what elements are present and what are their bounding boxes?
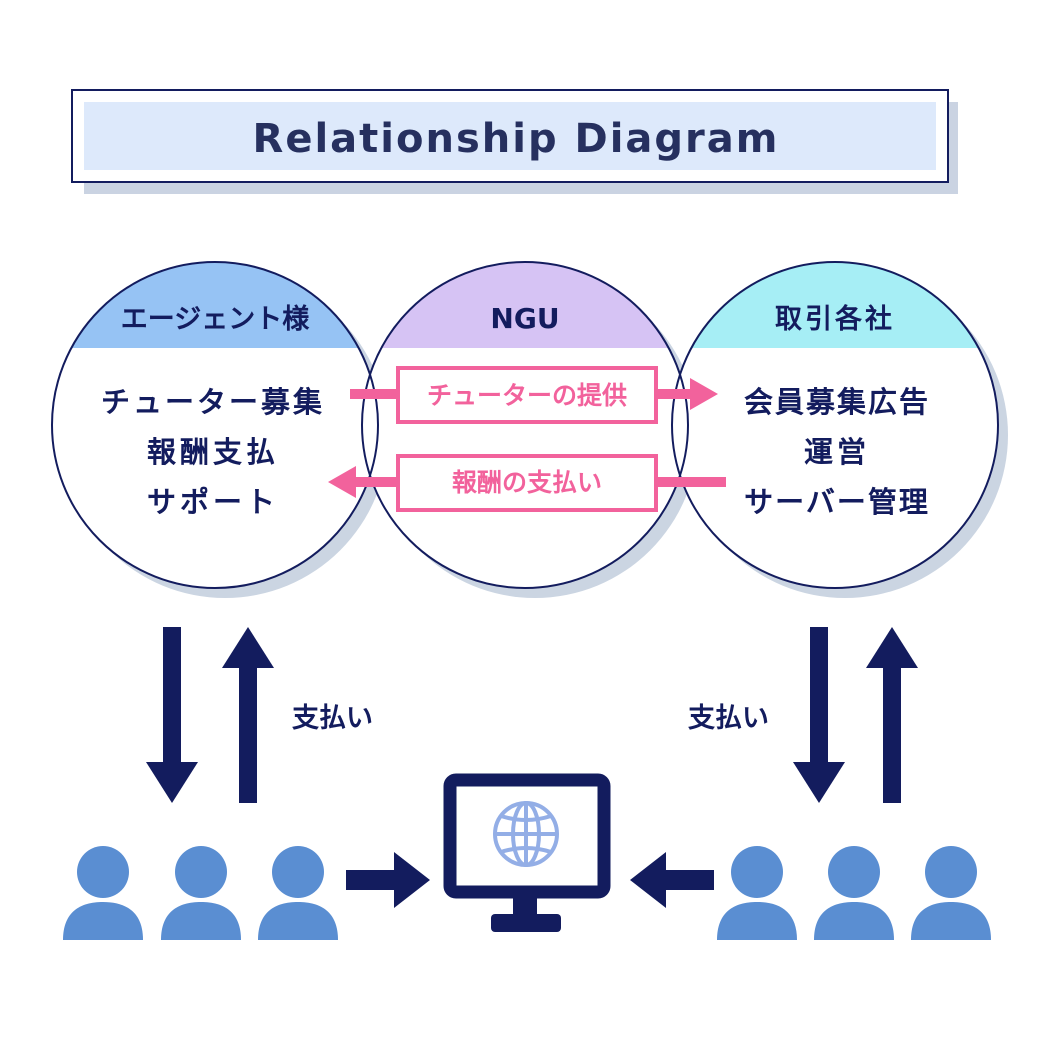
arrow-left-icon [630, 852, 714, 908]
agent-role: 報酬支払 [147, 435, 279, 469]
ngu-circle [361, 261, 689, 589]
agent-role: チューター募集 [101, 385, 325, 419]
arrow-left-icon [328, 466, 356, 498]
user-icon [258, 846, 338, 940]
arrow-right-icon [690, 378, 718, 410]
flow-label-pay-reward: 報酬の支払い [452, 468, 602, 497]
agent-heading: エージェント様 [121, 304, 310, 335]
page-title: Relationship Diagram [253, 116, 780, 162]
partner-role: 運営 [804, 435, 870, 469]
partner-roles: 会員募集広告 運営 サーバー管理 [744, 385, 930, 519]
partners-heading: 取引各社 [775, 303, 895, 335]
arrow-down-icon [793, 627, 845, 803]
partners-circle [671, 261, 999, 589]
arrow-down-icon [146, 627, 198, 803]
user-icon [911, 846, 991, 940]
flow-label-provide-tutors: チューターの提供 [427, 381, 627, 410]
payment-label-right: 支払い [688, 703, 769, 734]
user-icon [161, 846, 241, 940]
user-icon [717, 846, 797, 940]
globe-icon [493, 801, 559, 867]
agent-roles: チューター募集 報酬支払 サポート [101, 385, 325, 519]
flow-pay-reward: 報酬の支払い [328, 454, 726, 512]
flow-provide-tutors: チューターの提供 [350, 366, 718, 424]
monitor-globe-icon [443, 773, 611, 932]
arrow-up-icon [866, 627, 918, 803]
ngu-heading: NGU [490, 302, 559, 335]
partner-role: サーバー管理 [744, 485, 930, 519]
right-vertical-arrows [793, 627, 918, 803]
circle-outlines [51, 261, 999, 589]
arrow-up-icon [222, 627, 274, 803]
users-right [717, 846, 991, 940]
users-left [63, 846, 338, 940]
title-box: Relationship Diagram [71, 89, 958, 194]
user-icon [814, 846, 894, 940]
agent-role: サポート [147, 485, 279, 519]
payment-label-left: 支払い [292, 703, 373, 734]
user-icon [63, 846, 143, 940]
left-vertical-arrows [146, 627, 274, 803]
arrow-right-icon [346, 852, 430, 908]
agent-circle [51, 261, 379, 589]
partner-role: 会員募集広告 [744, 385, 930, 419]
